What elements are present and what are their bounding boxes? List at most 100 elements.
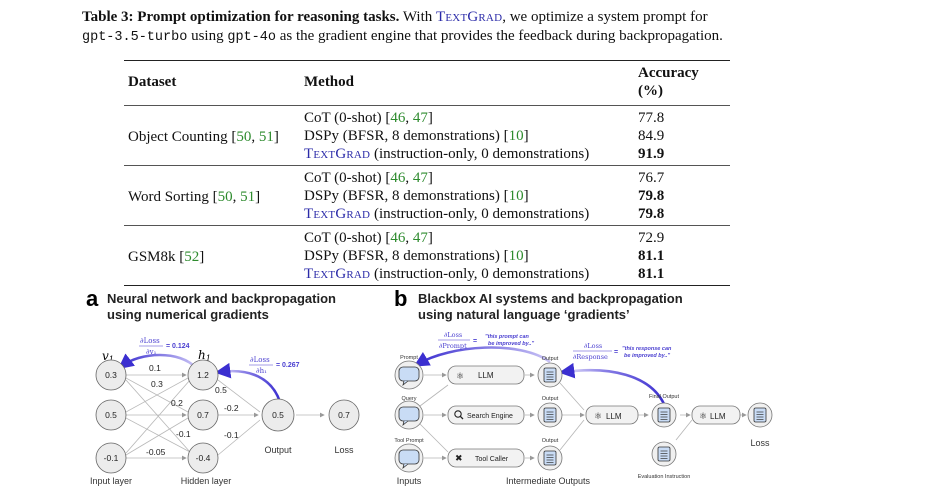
citation-link[interactable]: 46: [390, 110, 406, 126]
method-cell: CoT (0-shot) [46, 47]: [304, 230, 433, 246]
panel-b-title-line1: Blackbox AI systems and backpropagation: [418, 291, 683, 306]
output-node: [261, 398, 295, 432]
search-icon: [454, 410, 462, 418]
citation-link[interactable]: 50: [217, 189, 233, 205]
citation-link[interactable]: 50: [236, 129, 252, 145]
input-node-2: [95, 399, 127, 431]
label-hidden-layer: Hidden layer: [181, 476, 232, 486]
grad-prompt-numerator: ∂Loss: [444, 331, 462, 339]
neural-net-icon: ⚛: [699, 412, 707, 422]
grad-h1-value: = 0.267: [276, 362, 300, 369]
graph-edges: [419, 372, 747, 461]
figure: a Neural network and backpropagation usi…: [86, 286, 773, 486]
evaluation-instruction-node: [651, 441, 677, 467]
method-tail: ]: [427, 230, 433, 246]
dataset-name: Object Counting [: [128, 129, 237, 145]
dataset-name: GSM8k [: [128, 249, 185, 265]
citation-link[interactable]: 46: [390, 170, 406, 186]
citation-link[interactable]: 10: [508, 128, 524, 144]
label-input-layer: Input layer: [90, 476, 132, 486]
accuracy-cell: 79.8: [638, 188, 665, 204]
evaluation-instruction-label: Evaluation Instruction: [638, 474, 691, 480]
citation-link[interactable]: 46: [390, 230, 406, 246]
var-v1: v1: [102, 349, 114, 364]
input-bubble-tool-prompt: [394, 443, 424, 473]
citation-link[interactable]: 10: [508, 188, 524, 204]
grad-prompt-text: be improved by..": [488, 341, 535, 347]
module-label-final-llm: LLM: [606, 412, 622, 421]
accuracy-cell: 72.9: [638, 230, 665, 246]
citation-link[interactable]: 52: [184, 249, 200, 265]
document-icon: [657, 407, 671, 423]
grad-h1-numerator: ∂Loss: [250, 356, 270, 364]
grad-label-response: ∂Loss ∂Response = "this response can be …: [573, 342, 672, 361]
citation-link[interactable]: 51: [240, 189, 256, 205]
gradient-arrow-response: [558, 362, 666, 405]
model-name: gpt-3.5-turbo: [82, 30, 188, 45]
header-dataset: Dataset: [128, 74, 177, 90]
document-icon: [543, 450, 557, 466]
method-name: (instruction-only, 0 demonstrations): [370, 146, 590, 162]
table-group: Object Counting [50, 51]CoT (0-shot) [46…: [124, 106, 730, 166]
header-method: Method: [304, 74, 354, 90]
document-icon: [753, 407, 767, 423]
weight-label: 0.2: [171, 398, 183, 408]
nn-nodes: [95, 359, 360, 474]
input-label-query: Query: [402, 396, 417, 402]
citation-link[interactable]: 10: [508, 248, 524, 264]
citation-link[interactable]: 51: [258, 129, 274, 145]
accuracy-cell: 79.8: [638, 206, 665, 222]
method-name: (instruction-only, 0 demonstrations): [370, 266, 590, 282]
method-name: DSPy (BFSR, 8 demonstrations) [: [304, 188, 509, 204]
method-name: DSPy (BFSR, 8 demonstrations) [: [304, 248, 509, 264]
hidden-node-1: [187, 359, 219, 391]
citation-link[interactable]: 47: [412, 110, 428, 126]
grad-label-prompt: ∂Loss ∂Prompt = "this prompt can be impr…: [438, 331, 535, 350]
module-label-tool-caller: Tool Caller: [475, 456, 509, 463]
input-bubble-query: [394, 400, 424, 430]
loss-value: 0.7: [338, 410, 350, 420]
table-row: DSPy (BFSR, 8 demonstrations) [10]79.8: [124, 187, 730, 205]
results-table: Dataset Method Accuracy (%) Object Count…: [124, 60, 730, 286]
table-row: Word Sorting [50, 51]CoT (0-shot) [46, 4…: [124, 166, 730, 205]
input-value: 0.3: [105, 370, 117, 380]
module-label-eval-llm: LLM: [710, 412, 726, 421]
grad-prompt-denominator: ∂Prompt: [439, 342, 467, 350]
grad-h1-denominator: ∂h₁: [256, 367, 267, 375]
method-name: CoT (0-shot) [: [304, 110, 391, 126]
hidden-value: 1.2: [197, 370, 209, 380]
table-row: TextGrad (instruction-only, 0 demonstrat…: [124, 265, 730, 286]
loss-node: [328, 399, 360, 431]
grad-prompt-text: "this prompt can: [485, 334, 530, 340]
gradient-arrow-prompt: [413, 346, 551, 367]
panel-a-title-line2: using numerical gradients: [107, 307, 269, 322]
table-group: Word Sorting [50, 51]CoT (0-shot) [46, 4…: [124, 166, 730, 226]
module-label-search-engine: Search Engine: [467, 413, 513, 420]
neural-net-icon: ⚛: [594, 412, 602, 422]
inputs-label: Inputs: [397, 476, 422, 486]
table-row: TextGrad (instruction-only, 0 demonstrat…: [124, 145, 730, 166]
caption-text: as the gradient engine that provides the…: [275, 28, 723, 44]
input-label-tool-prompt: Tool Prompt: [394, 438, 424, 444]
accuracy-cell: 91.9: [638, 146, 665, 162]
module-box-llm: [447, 365, 525, 385]
nn-edges: [125, 372, 325, 461]
module-box-final-llm: [585, 405, 639, 425]
table-row: DSPy (BFSR, 8 demonstrations) [10]84.9: [124, 127, 730, 145]
grad-response-denominator: ∂Response: [573, 353, 608, 361]
gradient-arrow-h1: [214, 362, 282, 403]
weight-label: 0.1: [149, 363, 161, 373]
citation-link[interactable]: 47: [412, 170, 428, 186]
method-cell: CoT (0-shot) [46, 47]: [304, 110, 433, 126]
method-cell: TextGrad (instruction-only, 0 demonstrat…: [300, 265, 634, 286]
grad-response-numerator: ∂Loss: [584, 342, 602, 350]
label-loss: Loss: [334, 445, 354, 455]
chat-bubble-icon: [398, 406, 420, 422]
citation-link[interactable]: 47: [412, 230, 428, 246]
weight-label: -0.1: [224, 430, 239, 440]
input-node-1: [95, 359, 127, 391]
label-output: Output: [264, 445, 292, 455]
textgrad-name: TextGrad: [304, 146, 371, 162]
panel-a: a Neural network and backpropagation usi…: [86, 286, 360, 486]
